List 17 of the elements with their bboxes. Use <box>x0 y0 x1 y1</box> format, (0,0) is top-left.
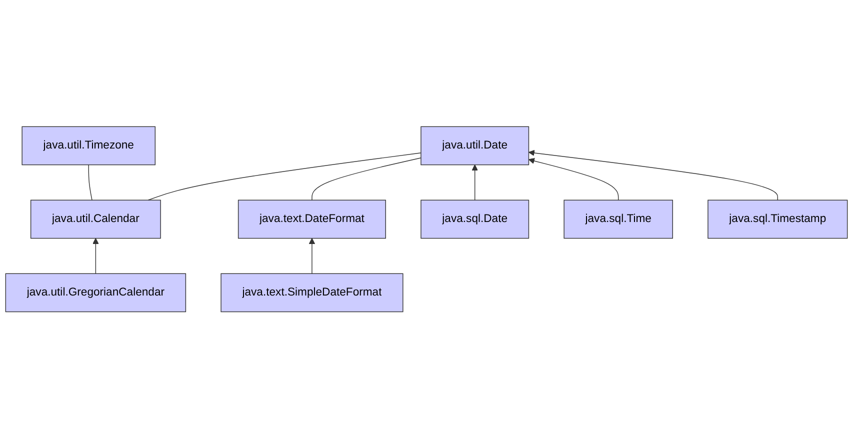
node-box: java.util.Calendar <box>30 200 161 238</box>
arrow <box>528 150 778 200</box>
arrow <box>308 238 316 274</box>
arrow <box>472 164 478 200</box>
arrow <box>528 158 619 200</box>
node-box: java.text.DateFormat <box>238 200 386 238</box>
connector <box>312 157 422 200</box>
node-box: java.sql.Time <box>564 200 673 238</box>
arrow <box>92 238 99 274</box>
node-box: java.sql.Timestamp <box>708 200 848 238</box>
node-box: java.text.SimpleDateFormat <box>220 273 404 312</box>
node-box: java.sql.Date <box>420 200 530 238</box>
node-box: java.util.GregorianCalendar <box>5 273 186 312</box>
node-box: java.util.Date <box>420 126 530 165</box>
connector <box>148 152 422 200</box>
connector <box>88 164 92 200</box>
node-box: java.util.Timezone <box>22 126 156 165</box>
